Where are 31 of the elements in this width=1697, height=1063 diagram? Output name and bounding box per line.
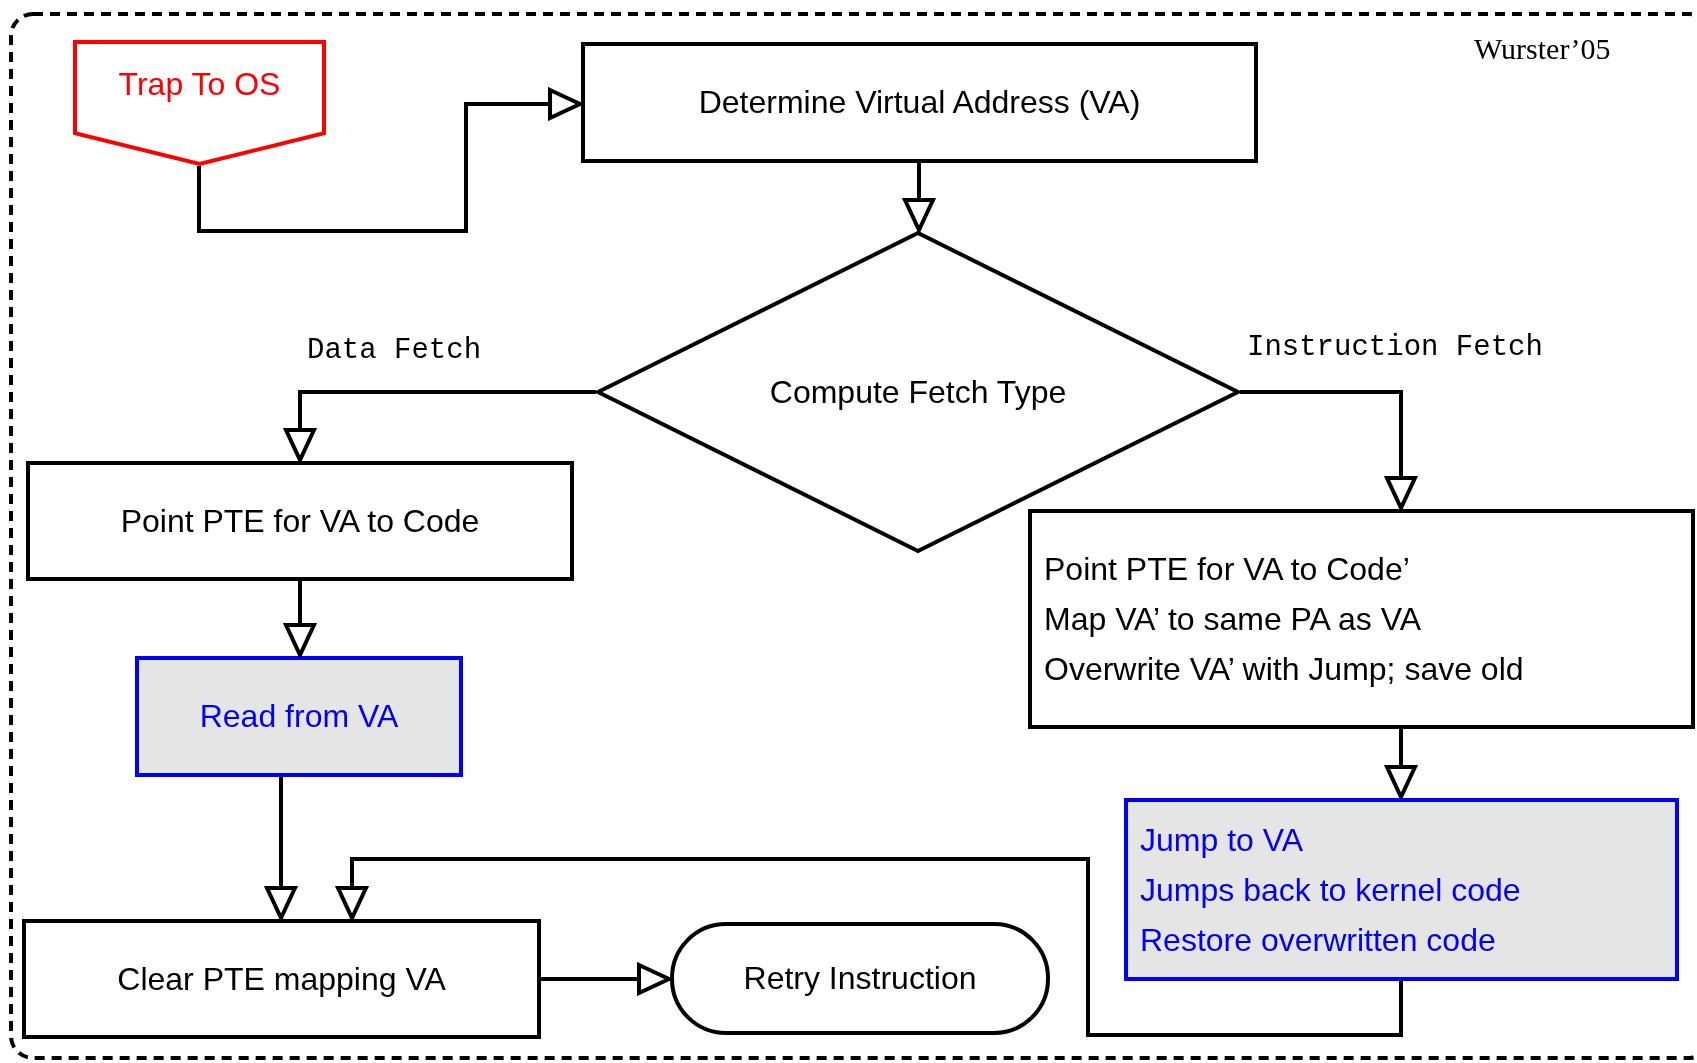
node-text: Map VA’ to same PA as VA: [1044, 600, 1422, 639]
arrow: [903, 163, 935, 232]
node-text: Point PTE for VA to Code’: [1044, 550, 1410, 589]
process-box: [581, 42, 1258, 163]
arrow: [197, 88, 582, 233]
arrow: [1240, 390, 1417, 510]
author-note: Wurster’05: [1474, 32, 1611, 66]
arrow: [284, 581, 316, 657]
process-box: [135, 656, 463, 777]
node-text: Restore overwritten code: [1140, 920, 1496, 960]
arrow: [541, 963, 671, 995]
node-text: Jumps back to kernel code: [1140, 870, 1521, 910]
node-text: Clear PTE mapping VA: [117, 960, 446, 998]
decision-diamond: [596, 231, 1240, 553]
node-text: Compute Fetch Type: [769, 373, 1067, 411]
node-text: Jump to VA: [1140, 820, 1304, 860]
arrow: [1385, 729, 1417, 799]
process-box: [1124, 798, 1679, 981]
arrow: [265, 777, 297, 920]
node-text: Trap To OS: [118, 66, 281, 103]
node-text: Point PTE for VA to Code: [120, 502, 480, 540]
process-box: [22, 919, 541, 1039]
node-text: Read from VA: [199, 698, 399, 735]
node-text: Overwrite VA’ with Jump; save old: [1044, 650, 1524, 689]
process-box: [1028, 509, 1695, 729]
arrow: [284, 390, 596, 462]
trap-pentagon: [73, 40, 326, 166]
node-text: Determine Virtual Address (VA): [698, 84, 1141, 121]
node-text: Retry Instruction: [743, 960, 977, 997]
arrow: [336, 857, 1403, 1037]
process-box: [26, 461, 574, 581]
